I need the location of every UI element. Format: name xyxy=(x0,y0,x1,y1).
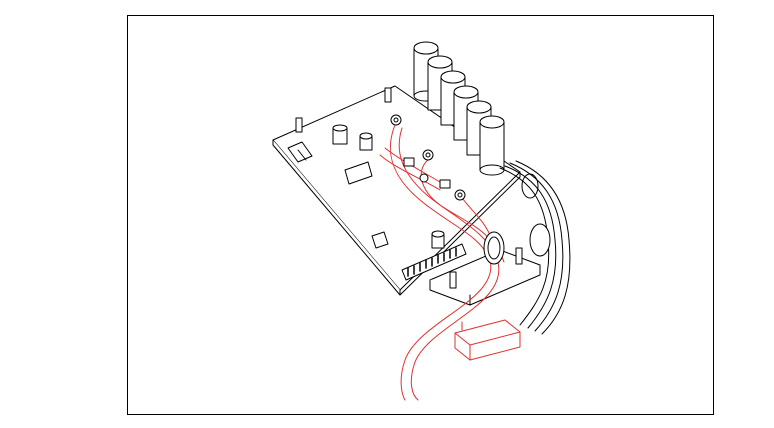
cable-terminals xyxy=(390,114,466,201)
red-cable-bundle xyxy=(379,124,521,401)
capacitor-bank xyxy=(413,41,505,176)
black-cable-bundle xyxy=(499,160,571,335)
red-connector xyxy=(454,319,521,361)
figure-frame xyxy=(127,15,714,415)
